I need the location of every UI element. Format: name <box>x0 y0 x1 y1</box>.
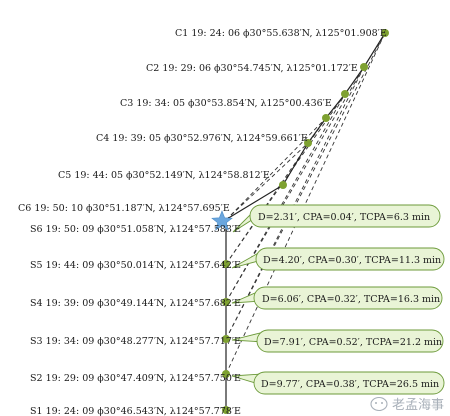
callout-text: D=2.31′, CPA=0.04′, TCPA=6.3 min <box>258 212 430 223</box>
s5-label: S5 19: 44: 09 ϕ30°50.014′N, λ124°57.642′… <box>30 260 241 271</box>
s5-point <box>222 260 230 268</box>
watermark-text: 老孟海事 <box>392 398 444 413</box>
callout-1: D=2.31′, CPA=0.04′, TCPA=6.3 min <box>232 204 441 233</box>
c1-label: C1 19: 24: 06 ϕ30°55.638′N, λ125°01.908′… <box>175 28 387 39</box>
watermark: 老孟海事 <box>370 396 444 413</box>
s3-point <box>222 335 230 343</box>
bearing-line-s3-c2 <box>225 66 365 340</box>
bearing-line-s4-c3 <box>225 93 346 303</box>
c2-label: C2 19: 29: 06 ϕ30°54.745′N, λ125°01.172′… <box>146 63 358 74</box>
s6-label: S6 19: 50: 09 ϕ30°51.058′N, λ124°57.583′… <box>30 224 241 235</box>
callout-text: D=9.77′, CPA=0.38′, TCPA=26.5 min <box>261 379 439 390</box>
chat-bubble-icon <box>370 396 388 412</box>
c6-label: C6 19: 50: 10 ϕ30°51.187′N, λ124°57.695′… <box>18 203 230 214</box>
callout-text: D=6.06′, CPA=0.32′, TCPA=16.3 min <box>262 294 440 305</box>
s4-point <box>222 298 230 306</box>
s2-label: S2 19: 29: 09 ϕ30°47.409′N, λ124°57.750′… <box>30 373 241 384</box>
bearing-line-s2-c1 <box>225 32 386 375</box>
c5-label: C5 19: 44: 05 ϕ30°52.149′N, λ124°58.812′… <box>58 170 270 181</box>
callout-4: D=7.91′, CPA=0.52′, TCPA=21.2 min <box>231 329 444 353</box>
c1-point <box>381 29 389 37</box>
c-track-line <box>221 32 386 223</box>
c3-label: C3 19: 34: 05 ϕ30°53.854′N, λ125°00.436′… <box>120 98 332 109</box>
bearing-lines <box>225 32 386 375</box>
callout-3: D=6.06′, CPA=0.32′, TCPA=16.3 min <box>231 286 443 310</box>
bearing-line-s3-c1 <box>225 32 386 340</box>
s4-label: S4 19: 39: 09 ϕ30°49.144′N, λ124°57.682′… <box>30 298 241 309</box>
c4-point <box>322 114 330 122</box>
c4-label: C4 19: 39: 05 ϕ30°52.976′N, λ124°59.661′… <box>96 133 308 144</box>
s1-label: S1 19: 24: 09 ϕ30°46.543′N, λ124°57.778′… <box>30 406 241 416</box>
star-icon <box>211 210 233 231</box>
c2-point <box>360 63 368 71</box>
callout-text: D=4.20′, CPA=0.30′, TCPA=11.3 min <box>263 255 441 266</box>
callout-5: D=9.77′, CPA=0.38′, TCPA=26.5 min <box>231 371 445 395</box>
c5-point <box>304 139 312 147</box>
bearing-line-s6-c4 <box>225 117 327 221</box>
bearing-line-s6-c5 <box>225 142 309 221</box>
c3-point <box>341 90 349 98</box>
callout-2: D=4.20′, CPA=0.30′, TCPA=11.3 min <box>231 247 445 271</box>
s3-label: S3 19: 34: 09 ϕ30°48.277′N, λ124°57.717′… <box>30 336 241 347</box>
c6-point <box>279 181 287 189</box>
s2-point <box>222 370 230 378</box>
callout-text: D=7.91′, CPA=0.52′, TCPA=21.2 min <box>264 337 442 348</box>
s1-point <box>222 406 230 414</box>
